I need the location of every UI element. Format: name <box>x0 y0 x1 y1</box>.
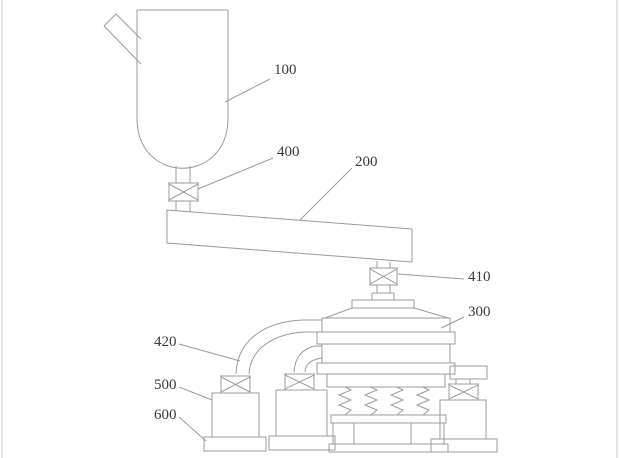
spring-icon <box>337 386 353 416</box>
valve-neck-bottom <box>376 285 391 293</box>
machine-base <box>328 414 449 453</box>
conveyor-body <box>166 209 413 263</box>
leader-200 <box>299 167 353 221</box>
label-pipe: 420 <box>154 334 177 350</box>
valve-bowtie <box>448 384 479 400</box>
container-box <box>439 399 487 440</box>
label-discharge-valve: 410 <box>468 269 491 285</box>
container-base <box>430 438 498 453</box>
spring-icon <box>389 386 405 416</box>
valve-bowtie <box>220 376 251 393</box>
conveyor <box>166 209 413 263</box>
springs <box>337 386 431 416</box>
inlet-chute <box>103 13 142 65</box>
leader-410 <box>397 273 465 280</box>
leader-600 <box>178 416 207 442</box>
base-top-plate <box>330 414 447 424</box>
hopper-neck <box>175 166 191 183</box>
pipe-left <box>235 319 322 375</box>
label-hopper: 100 <box>274 62 297 78</box>
leader-100 <box>224 78 271 103</box>
valve-bowtie <box>168 183 199 201</box>
container-left <box>203 375 267 452</box>
sieve-cap <box>351 299 415 309</box>
leader-500 <box>178 386 213 401</box>
sieve-bottom-ring <box>326 373 446 388</box>
container-box <box>275 389 328 437</box>
hopper-body <box>136 9 229 169</box>
leader-300 <box>440 316 465 329</box>
label-conveyor: 200 <box>355 154 378 170</box>
pipe-wall <box>304 357 323 373</box>
container-base <box>268 435 336 451</box>
sieve-ring-1 <box>321 317 451 333</box>
sieve-machine <box>316 292 456 388</box>
duct-body <box>449 365 488 380</box>
label-hopper-valve: 400 <box>277 144 300 160</box>
hopper-valve <box>168 182 199 212</box>
valve-bowtie <box>284 374 315 390</box>
pipe-wall <box>293 345 322 373</box>
pipe-middle <box>293 345 323 373</box>
container-right <box>430 383 498 453</box>
discharge-valve <box>369 261 398 293</box>
base-motor-block <box>353 422 412 445</box>
valve-bowtie <box>369 268 398 285</box>
base-foot-plate <box>328 443 449 453</box>
container-box <box>211 392 260 438</box>
base-legs <box>332 423 445 444</box>
sieve-cover-slope <box>324 307 449 319</box>
label-base: 600 <box>154 407 177 423</box>
duct-right <box>449 365 488 384</box>
valve-neck-bottom <box>175 201 191 212</box>
leader-lines <box>178 78 465 442</box>
hopper <box>103 9 229 183</box>
pipe-wall <box>235 319 322 375</box>
sieve-ring-2 <box>321 343 451 364</box>
container-middle <box>268 373 336 451</box>
valve-neck-top <box>376 261 391 268</box>
label-sieve: 300 <box>468 304 491 320</box>
sieve-inlet-neck <box>371 292 395 300</box>
sieve-clamp-ring-1 <box>316 331 456 345</box>
container-base <box>203 436 267 452</box>
spring-icon <box>415 386 431 416</box>
duct-neck <box>455 379 471 384</box>
leader-400 <box>197 157 274 190</box>
pipe-wall <box>248 331 322 375</box>
reference-labels: 100 400 200 410 300 420 500 600 <box>154 62 491 423</box>
leader-420 <box>178 343 241 362</box>
label-container: 500 <box>154 377 177 393</box>
sieve-clamp-ring-2 <box>316 362 456 375</box>
spring-icon <box>363 386 379 416</box>
